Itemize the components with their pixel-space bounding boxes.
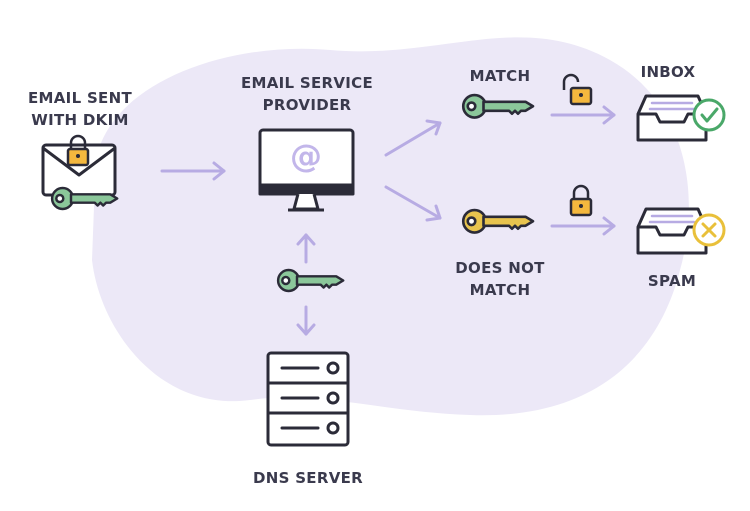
label-match: MATCH bbox=[469, 67, 531, 85]
arrow-to-no-match bbox=[384, 185, 442, 222]
monitor-icon bbox=[258, 128, 355, 212]
closed-lock-icon bbox=[569, 184, 593, 217]
label-spam: SPAM bbox=[647, 272, 697, 290]
label-provider: EMAIL SERVICE PROVIDER bbox=[240, 74, 374, 114]
cross-icon bbox=[692, 213, 726, 247]
lock-icon bbox=[66, 134, 90, 167]
inbox-tray-icon bbox=[636, 94, 708, 142]
arrow-to-spam bbox=[550, 216, 616, 236]
label-dns-server: DNS SERVER bbox=[252, 469, 364, 487]
server-icon bbox=[266, 351, 350, 447]
arrow-to-inbox bbox=[550, 105, 616, 125]
arrow-provider-dns bbox=[296, 233, 316, 336]
label-inbox: INBOX bbox=[640, 63, 696, 81]
background-blob bbox=[92, 37, 689, 416]
provider-at-symbol: @ bbox=[290, 137, 322, 175]
label-email-sent: EMAIL SENT WITH DKIM bbox=[28, 89, 132, 129]
arrow-to-provider bbox=[160, 161, 226, 181]
check-icon bbox=[692, 98, 726, 132]
spam-tray-icon bbox=[636, 207, 708, 255]
arrow-to-match bbox=[384, 119, 442, 157]
label-does-not-match: DOES NOT MATCH bbox=[455, 259, 545, 299]
open-lock-icon bbox=[562, 73, 593, 106]
